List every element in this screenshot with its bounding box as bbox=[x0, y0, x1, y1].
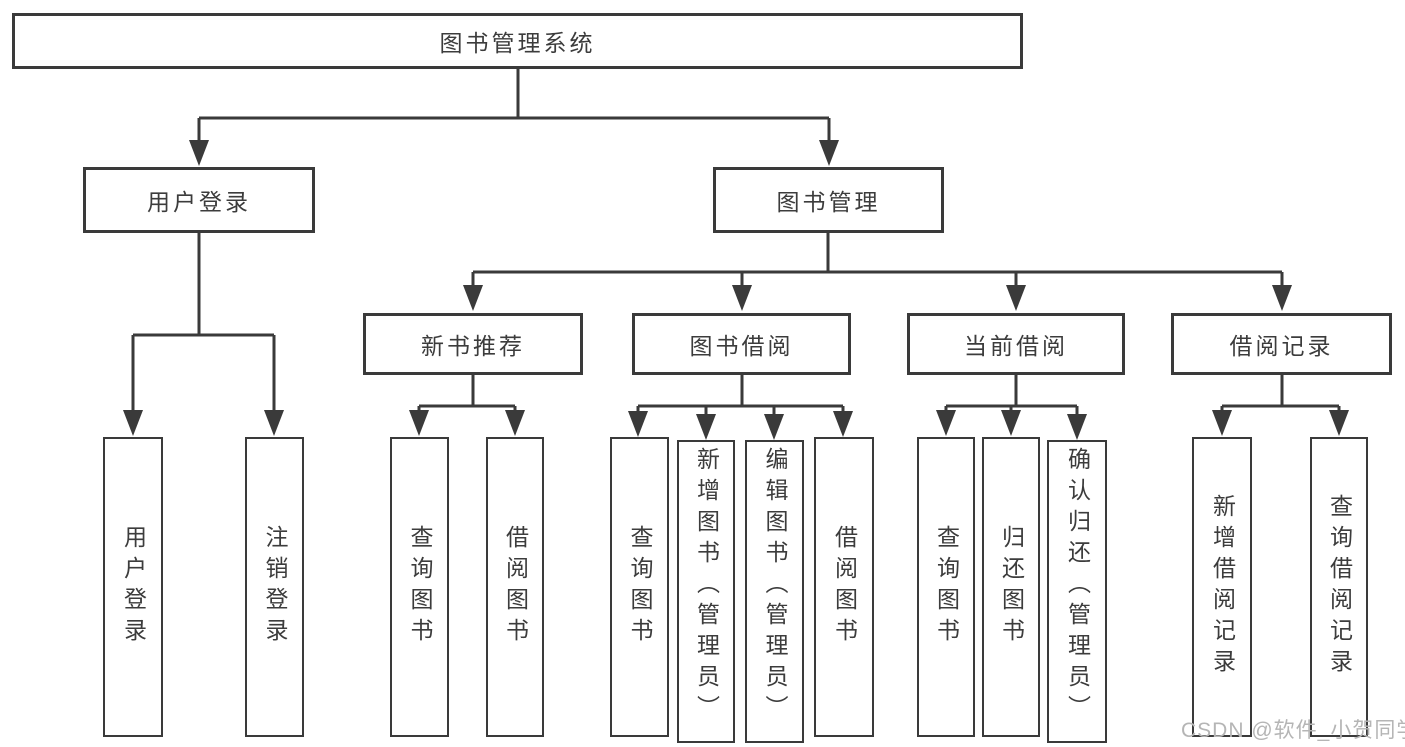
node-label: 图书借阅 bbox=[689, 333, 794, 359]
node-book-management-system: 图书管理系统 bbox=[12, 13, 1023, 69]
node-label: 查询图书 bbox=[933, 525, 960, 649]
leaf-logout: 注销登录 bbox=[245, 437, 304, 737]
leaf-query-books-current: 查询图书 bbox=[917, 437, 975, 737]
node-new-book-recommend: 新书推荐 bbox=[363, 313, 583, 375]
leaf-edit-books-admin: 编辑图书（管理员） bbox=[745, 440, 804, 743]
leaf-user-login: 用户登录 bbox=[103, 437, 163, 737]
leaf-add-books-admin: 新增图书（管理员） bbox=[677, 440, 735, 743]
node-book-borrowing: 图书借阅 bbox=[632, 313, 851, 375]
arrowheads bbox=[123, 140, 1349, 440]
node-label: 当前借阅 bbox=[964, 333, 1068, 359]
csdn-watermark: CSDN @软件_小贺同学 bbox=[1181, 719, 1405, 742]
leaf-add-borrow-record: 新增借阅记录 bbox=[1192, 437, 1252, 737]
node-label: 借阅图书 bbox=[502, 525, 529, 649]
node-label: 新增图书（管理员） bbox=[693, 447, 720, 726]
node-label: 注销登录 bbox=[262, 525, 288, 649]
node-book-management: 图书管理 bbox=[713, 167, 944, 233]
node-user-login: 用户登录 bbox=[83, 167, 315, 233]
leaf-return-books: 归还图书 bbox=[982, 437, 1040, 737]
node-label: 确认归还（管理员） bbox=[1064, 447, 1091, 726]
node-label: 编辑图书（管理员） bbox=[762, 447, 788, 726]
node-label: 新增借阅记录 bbox=[1209, 494, 1236, 680]
node-label: 用户登录 bbox=[147, 189, 251, 215]
leaf-borrow-books-recommend: 借阅图书 bbox=[486, 437, 544, 737]
node-borrow-records: 借阅记录 bbox=[1171, 313, 1392, 375]
node-label: 查询借阅记录 bbox=[1326, 494, 1353, 680]
node-label: 图书管理系统 bbox=[439, 30, 596, 56]
leaf-borrow-books: 借阅图书 bbox=[814, 437, 874, 737]
node-label: 查询图书 bbox=[627, 525, 653, 649]
node-label: 查询图书 bbox=[407, 525, 433, 649]
node-label: 借阅图书 bbox=[831, 525, 858, 649]
node-current-borrow: 当前借阅 bbox=[907, 313, 1125, 375]
leaf-confirm-return-admin: 确认归还（管理员） bbox=[1047, 440, 1107, 743]
node-label: 借阅记录 bbox=[1229, 333, 1334, 359]
node-label: 新书推荐 bbox=[421, 333, 525, 359]
leaf-query-books-borrowing: 查询图书 bbox=[610, 437, 669, 737]
node-label: 用户登录 bbox=[120, 525, 147, 649]
node-label: 图书管理 bbox=[776, 189, 881, 215]
leaf-query-books-recommend: 查询图书 bbox=[390, 437, 449, 737]
node-label: 归还图书 bbox=[998, 525, 1025, 649]
leaf-query-borrow-record: 查询借阅记录 bbox=[1310, 437, 1368, 737]
